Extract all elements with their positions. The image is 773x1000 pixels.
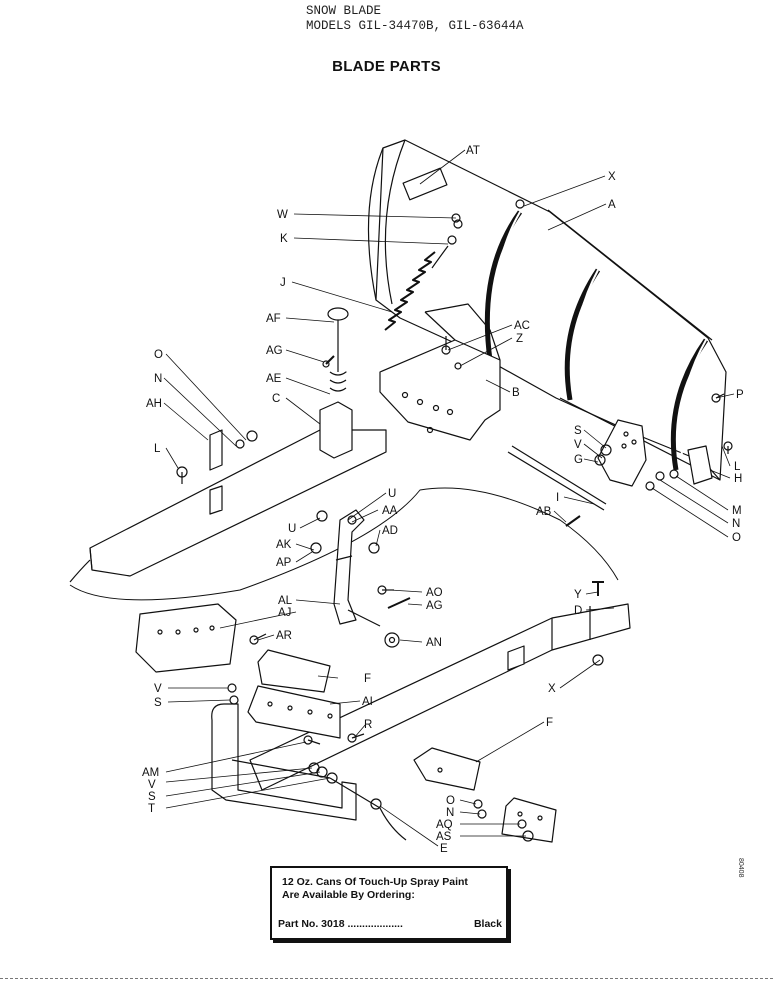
- callout-as: AS: [436, 831, 452, 843]
- callout-p: P: [736, 389, 744, 401]
- skid-shoe: [597, 419, 647, 487]
- paint-color: Black: [473, 918, 502, 930]
- callout-o-right: O: [732, 532, 741, 544]
- model-header: SNOW BLADE MODELS GIL-34470B, GIL-63644A: [306, 4, 524, 34]
- callout-aa: AA: [382, 505, 398, 517]
- callout-n-lower: N: [446, 807, 454, 819]
- header-line-1: SNOW BLADE: [306, 4, 382, 18]
- callout-z: Z: [516, 333, 523, 345]
- callout-h: H: [734, 473, 742, 485]
- callout-i: I: [556, 492, 559, 504]
- callout-j: J: [280, 277, 286, 289]
- mount-bracket: [211, 703, 407, 841]
- callout-f-lower: F: [546, 717, 553, 729]
- tension-spring: [384, 219, 463, 331]
- callout-s-left: S: [154, 697, 162, 709]
- callout-ah: AH: [146, 398, 162, 410]
- callout-n-left: N: [154, 373, 162, 385]
- callout-w: W: [277, 209, 288, 221]
- callout-ae: AE: [266, 373, 282, 385]
- callout-ad: AD: [382, 525, 398, 537]
- callout-n-right: N: [732, 518, 740, 530]
- side-code: 80408: [737, 858, 744, 878]
- callout-o-lower: O: [446, 795, 455, 807]
- callout-u-left: U: [288, 523, 296, 535]
- callout-s-right: S: [574, 425, 582, 437]
- callout-ar: AR: [276, 630, 292, 642]
- callout-at: AT: [466, 145, 480, 157]
- callout-r: R: [364, 719, 372, 731]
- callout-af: AF: [266, 313, 281, 325]
- page-title: BLADE PARTS: [332, 58, 441, 75]
- callout-v-left: V: [154, 683, 162, 695]
- paint-part-number: Part No. 3018: [278, 918, 345, 930]
- callout-k: K: [280, 233, 288, 245]
- callout-ab: AB: [536, 506, 552, 518]
- callout-y: Y: [574, 589, 582, 601]
- callout-al: AL: [278, 595, 293, 607]
- lift-handle: [327, 307, 349, 392]
- paint-leader-dots: ...................: [347, 918, 403, 930]
- paint-box-line-1: 12 Oz. Cans Of Touch-Up Spray Paint: [282, 876, 468, 888]
- pivot-bracket: [379, 303, 501, 441]
- callout-m: M: [732, 505, 742, 517]
- callout-an: AN: [426, 637, 442, 649]
- callout-ac: AC: [514, 320, 530, 332]
- main-frame-d: [249, 603, 631, 791]
- push-frame-c: [69, 401, 387, 583]
- callout-u-top: U: [388, 488, 396, 500]
- plate-as: [501, 797, 557, 843]
- hardware: [176, 199, 733, 842]
- callout-v-right: V: [574, 439, 582, 451]
- callout-l-right: L: [734, 461, 741, 473]
- plate-aj: [135, 603, 237, 673]
- callout-am: AM: [142, 767, 159, 779]
- callout-e: E: [440, 843, 448, 855]
- leader-lines: [163, 149, 735, 847]
- callout-o-left: O: [154, 349, 163, 361]
- callout-x-lower: X: [548, 683, 556, 695]
- callout-a: A: [608, 199, 616, 211]
- plate-f-upper: [257, 649, 331, 693]
- callout-v-lower: V: [148, 779, 156, 791]
- callout-aq: AQ: [436, 819, 453, 831]
- callout-ap: AP: [276, 557, 292, 569]
- callout-ag-lower: AG: [426, 600, 443, 612]
- blade-moldboard: [367, 139, 727, 481]
- angle-lever: [333, 509, 381, 627]
- plate-f-lower: [413, 747, 481, 791]
- callout-x-top: X: [608, 171, 616, 183]
- header-line-2: MODELS GIL-34470B, GIL-63644A: [306, 19, 524, 33]
- callout-d: D: [574, 605, 582, 617]
- paint-box-line-2: Are Available By Ordering:: [282, 889, 415, 901]
- callout-ao: AO: [426, 587, 443, 599]
- plate-ai: [247, 685, 341, 739]
- callout-b: B: [512, 387, 520, 399]
- callout-ag-upper: AG: [266, 345, 283, 357]
- touch-up-paint-box: 12 Oz. Cans Of Touch-Up Spray Paint Are …: [270, 866, 508, 940]
- callout-t: T: [148, 803, 155, 815]
- callout-l-left: L: [154, 443, 161, 455]
- side-bracket: [687, 445, 713, 485]
- callout-ai: AI: [362, 696, 373, 708]
- callout-ak: AK: [276, 539, 292, 551]
- callout-c: C: [272, 393, 280, 405]
- callout-g: G: [574, 454, 583, 466]
- callout-aj: AJ: [278, 607, 291, 619]
- callout-s-lower: S: [148, 791, 156, 803]
- push-bar: [507, 445, 607, 511]
- callout-f-upper: F: [364, 673, 371, 685]
- footer-divider: [0, 978, 773, 979]
